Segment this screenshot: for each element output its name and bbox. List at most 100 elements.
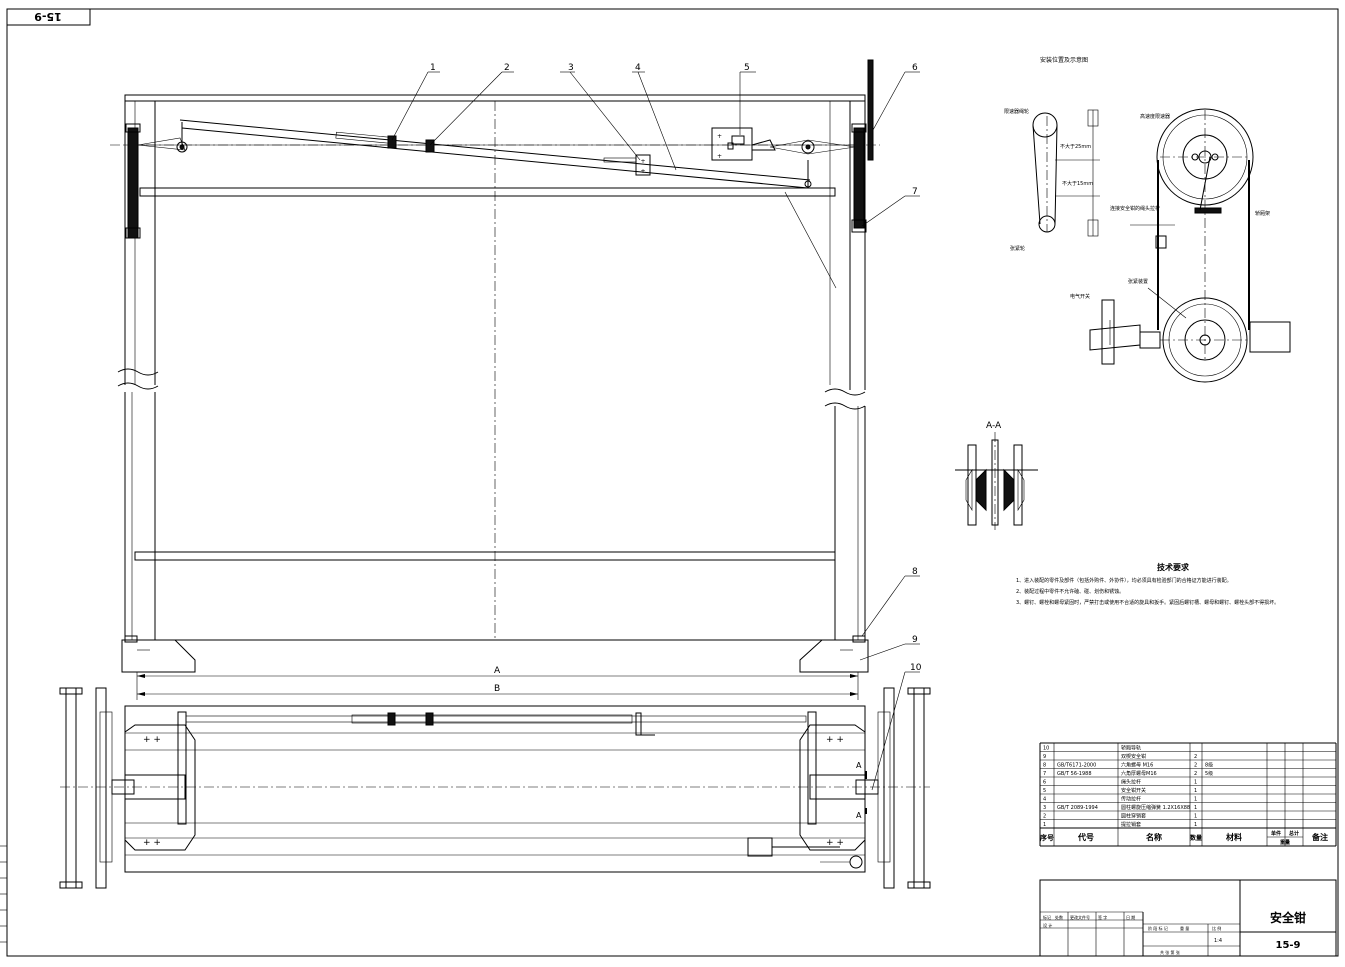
bom-row-code: GB/T 2089-1994 [1057, 805, 1098, 811]
callout-8: 8 [912, 567, 918, 577]
left-edge-ticks [0, 845, 7, 943]
bom-header-weight: 重量 [1280, 839, 1290, 846]
tb-date: 日 期 [1126, 914, 1135, 920]
svg-text:+ +: + + [826, 735, 844, 745]
label-speed-sheave: 限速器绳轮 [1004, 108, 1029, 115]
callout-6: 6 [912, 63, 918, 73]
bom-row-no: 9 [1043, 754, 1046, 760]
tb-scale: 1:4 [1214, 938, 1222, 944]
callout-7: 7 [912, 187, 918, 197]
svg-text:+ +: + + [143, 838, 161, 848]
bom-row-name: 双楔安全钳 [1121, 753, 1146, 760]
section-label: A-A [986, 421, 1002, 431]
label-rope-link: 连接安全钳的绳头拉杆 [1110, 205, 1160, 212]
tb-design: 设 计 [1043, 922, 1052, 928]
callout-numbers: 1 2 3 4 5 6 7 8 9 10 [430, 63, 922, 673]
title-block: 标记 处数 更改文件号 签 字 日 期 设 计 阶 段 标 记 重 量 比 例 … [1039, 879, 1337, 957]
svg-text:+ +: + + [143, 735, 161, 745]
section-mark-bottom: A [856, 811, 862, 820]
section-mark-top: A [856, 761, 862, 770]
svg-text:+: + [717, 153, 722, 160]
bom-row-no: 3 [1043, 805, 1046, 811]
label-tension-sheave: 张紧轮 [1010, 245, 1025, 252]
label-governor: 高速度限速器 [1140, 113, 1170, 120]
bom-row-qty: 1 [1194, 780, 1197, 786]
dimension-a: A [494, 666, 501, 676]
label-gt15: 不大于15mm [1062, 180, 1093, 187]
bom-row-qty: 2 [1194, 763, 1197, 769]
bom-row-no: 6 [1043, 780, 1046, 786]
bom-row-code: GB/T 56-1988 [1057, 771, 1092, 777]
bom-row-qty: 2 [1194, 754, 1197, 760]
bom-header-unit-weight: 单件 [1271, 830, 1281, 837]
bom-row-qty: 2 [1194, 771, 1197, 777]
sheet-border [6, 8, 1339, 957]
bom-header-no: 序号 [1039, 833, 1054, 842]
tb-count: 处数 [1055, 914, 1063, 920]
bom-row-no: 5 [1043, 788, 1046, 794]
label-tension-device: 张紧装置 [1128, 278, 1148, 285]
bom-row-qty: 1 [1194, 822, 1197, 828]
bom-row-qty: 1 [1194, 805, 1197, 811]
top-view: + + + + + + + + A A [59, 687, 931, 889]
callout-5: 5 [744, 63, 750, 73]
label-car-frame: 轿厢架 [1255, 210, 1270, 217]
tb-stage-mark: 阶 段 标 记 [1148, 925, 1168, 931]
bom-header-qty: 数量 [1190, 834, 1202, 842]
code-box [6, 8, 91, 26]
bom-row-name: 六角螺母 M16 [1121, 762, 1153, 769]
bom-row-code: GB/T6171-2000 [1057, 763, 1096, 769]
tech-item-1: 1、进入装配的零件及部件（包括外购件、外协件），均必须具有检验部门的合格证方能进… [1016, 577, 1232, 584]
callout-1: 1 [430, 63, 436, 73]
tb-weight: 重 量 [1180, 925, 1189, 931]
tech-requirements: 技术要求 1、进入装配的零件及部件（包括外购件、外协件），均必须具有检验部门的合… [1016, 562, 1279, 606]
bom-row-name: 传动拉杆 [1121, 796, 1141, 803]
tech-item-2: 2、装配过程中零件不允许磕、碰、划伤和锈蚀。 [1016, 588, 1124, 595]
callout-9: 9 [912, 635, 918, 645]
bom-header-material: 材料 [1226, 832, 1242, 842]
bom-row-no: 7 [1043, 771, 1046, 777]
callout-4: 4 [635, 63, 641, 73]
bom-row-name: 绳头拉杆 [1121, 779, 1141, 786]
label-switch: 电气开关 [1070, 293, 1090, 300]
bom-header-total-weight: 总计 [1289, 830, 1299, 837]
bom-row-no: 8 [1043, 763, 1046, 769]
bom-row-no: 10 [1043, 746, 1049, 752]
dimension-lines: A B [136, 666, 859, 700]
tb-sign: 签 字 [1098, 914, 1107, 920]
callout-10: 10 [910, 663, 922, 673]
bom-row-name: 六角厚螺母M16 [1121, 770, 1157, 777]
bom-header-code: 代号 [1077, 832, 1094, 842]
tb-scale-label: 比 例 [1212, 925, 1221, 931]
callout-2: 2 [504, 63, 510, 73]
bom-row-no: 2 [1043, 814, 1046, 820]
bom-row-material: 5级 [1205, 770, 1213, 777]
code-box-text: 15-9 [34, 10, 62, 23]
callout-3: 3 [568, 63, 574, 73]
bom-row-qty: 1 [1194, 797, 1197, 803]
bom-row-name: 安全钳开关 [1121, 787, 1146, 794]
callout-leaders [391, 71, 920, 791]
svg-text:+: + [640, 168, 645, 175]
tech-item-3: 3、螺钉、螺栓和螺母紧固时，严禁打击或使用不合适的旋具和扳手。紧固后螺钉槽、螺母… [1016, 599, 1279, 606]
tech-title: 技术要求 [1157, 562, 1190, 572]
svg-text:+: + [640, 158, 645, 165]
bom-row-no: 1 [1043, 822, 1046, 828]
detail-title: 安装位置及示意图 [1040, 56, 1088, 64]
bom-row-name: 提拉销套 [1121, 821, 1141, 828]
bom-row-qty: 1 [1194, 814, 1197, 820]
bom-row-material: 8级 [1205, 762, 1213, 769]
tb-doc-no: 更改文件号 [1070, 914, 1090, 920]
label-gt25: 不大于25mm [1060, 143, 1091, 150]
bom-header-name: 名称 [1146, 832, 1162, 842]
dimension-b: B [494, 684, 500, 694]
bom-header-remark: 备注 [1311, 832, 1328, 842]
bom-row-name: 轿厢导轨 [1121, 745, 1141, 752]
tb-sheets: 共 张 第 张 [1160, 949, 1180, 955]
svg-text:+: + [717, 133, 722, 140]
svg-text:+ +: + + [826, 838, 844, 848]
drawing-code: 15-9 [1275, 940, 1300, 951]
